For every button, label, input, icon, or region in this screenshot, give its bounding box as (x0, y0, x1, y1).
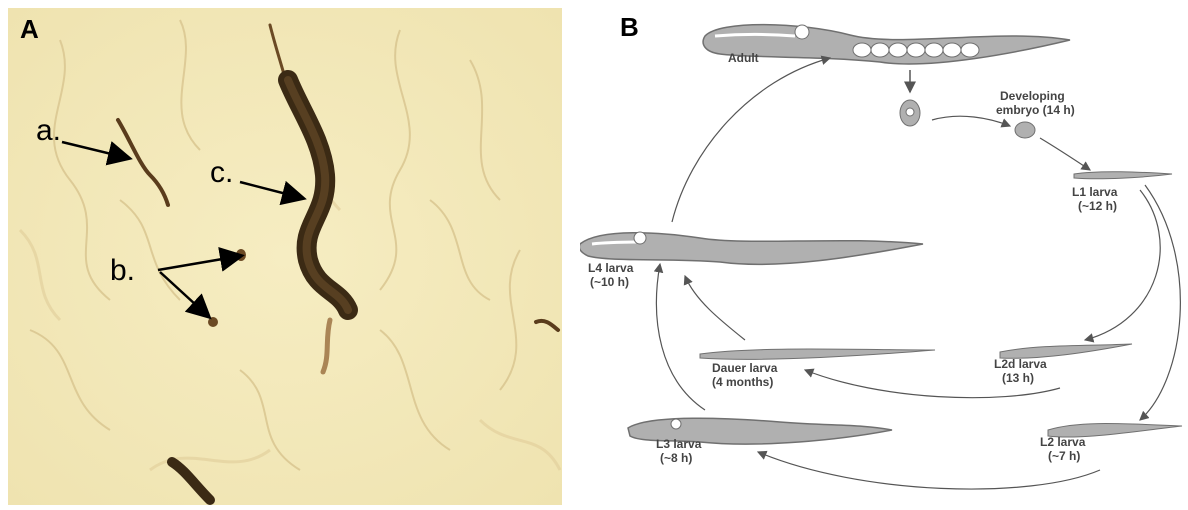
egg-nucleus (906, 108, 914, 116)
arrow-dauer-l4 (685, 276, 745, 340)
arrow-l1-l2 (1140, 185, 1180, 420)
arrow-embryo-l1 (1040, 138, 1090, 170)
label-l4-2: (~10 h) (590, 275, 629, 289)
label-embryo-1: Developing (1000, 89, 1065, 103)
panel-letter-a: A (20, 14, 39, 44)
label-l2-2: (~7 h) (1048, 449, 1080, 463)
label-l3-1: L3 larva (656, 437, 702, 451)
micrograph-panel: A a. b. c. (0, 0, 570, 505)
embryo-b2 (208, 317, 218, 327)
label-dauer-2: (4 months) (712, 375, 773, 389)
life-cycle-panel: B Adult Developing embryo (14 h) (580, 0, 1188, 505)
label-embryo-2: embryo (14 h) (996, 103, 1075, 117)
l4-worm (580, 232, 923, 264)
arrow-l3-l4 (656, 264, 705, 410)
dauer-worm (700, 349, 935, 359)
label-l2-1: L2 larva (1040, 435, 1086, 449)
embryo (1015, 122, 1035, 138)
label-a: a. (36, 114, 61, 147)
embryo-b1 (236, 249, 246, 261)
arrow-egg-embryo (932, 116, 1010, 126)
l1-worm (1074, 172, 1172, 179)
label-l1-1: L1 larva (1072, 185, 1118, 199)
micrograph-image: A a. b. c. (0, 0, 570, 505)
label-l3-2: (~8 h) (660, 451, 692, 465)
label-l4-1: L4 larva (588, 261, 634, 275)
label-l2d-2: (13 h) (1002, 371, 1034, 385)
label-c: c. (210, 156, 233, 189)
life-cycle-diagram: B Adult Developing embryo (14 h) (580, 0, 1188, 505)
label-b: b. (110, 254, 135, 287)
label-l2d-1: L2d larva (994, 357, 1047, 371)
arrow-l4-adult (672, 58, 830, 222)
panel-letter-b: B (620, 12, 639, 42)
label-adult: Adult (728, 51, 759, 65)
label-dauer-1: Dauer larva (712, 361, 778, 375)
label-l1-2: (~12 h) (1078, 199, 1117, 213)
